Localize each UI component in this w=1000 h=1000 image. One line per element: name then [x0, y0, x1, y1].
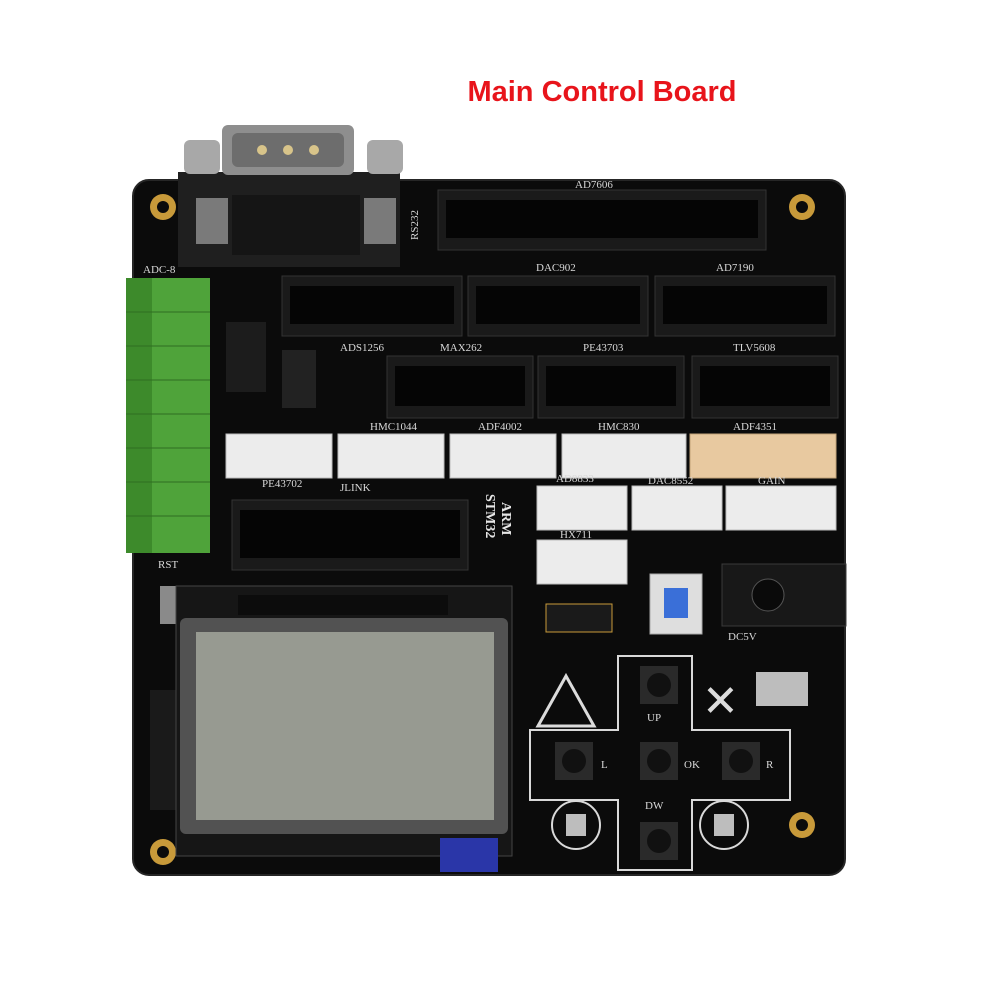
l-label: L [601, 759, 608, 771]
rs232-label: RS232 [409, 210, 421, 240]
led-ring-left [551, 800, 601, 850]
ad7606-header [437, 189, 767, 251]
hmc830-label: HMC830 [598, 421, 640, 433]
led-ring-right [699, 800, 749, 850]
r-label: R [766, 759, 774, 771]
ads1256-header [281, 275, 463, 337]
ad7190-header [654, 275, 836, 337]
tlv5608-header-left [537, 355, 685, 419]
dac8552-label: DAC8552 [648, 475, 693, 487]
ad7606-label: AD7606 [575, 179, 613, 191]
adc8-terminal-block [126, 278, 210, 553]
blue-dip-switch [649, 573, 703, 635]
up-label: UP [647, 712, 661, 724]
rst-label: RST [158, 559, 178, 571]
dpad-outline [529, 655, 791, 871]
hmc1044-label: HMC1044 [370, 421, 418, 433]
page-title: Main Control Board [467, 76, 737, 108]
esd-warning-icon [535, 672, 597, 728]
tlv5608-header [691, 355, 839, 419]
ok-label: OK [684, 759, 700, 771]
blue-tape [440, 838, 498, 872]
jlink-label: JLINK [340, 482, 371, 494]
adc8-label: ADC-8 [143, 264, 176, 276]
dc-power-jack [721, 563, 847, 627]
ad8833-label: AD8833 [556, 473, 594, 485]
dac902-label: DAC902 [536, 262, 576, 274]
max262-label: MAX262 [440, 342, 482, 354]
pe43702-label: PE43702 [262, 478, 302, 490]
max262-header [467, 275, 649, 337]
tlv5608-label: TLV5608 [733, 342, 776, 354]
jst-connector-row-2 [536, 485, 837, 585]
resistor-array [282, 350, 316, 408]
ad7190-label: AD7190 [716, 262, 754, 274]
dw-label: DW [645, 800, 664, 812]
pe43703-label: PE43703 [583, 342, 624, 354]
weee-bin-icon: ✕ [702, 676, 739, 727]
button-left [555, 742, 593, 780]
adf4002-label: ADF4002 [478, 421, 522, 433]
lcd-display-module [175, 585, 513, 872]
pe43703-header [386, 355, 534, 419]
hx711-label: HX711 [560, 529, 592, 541]
button-up [640, 666, 678, 704]
arm-label: ARM [498, 502, 513, 535]
mini-usb-connector [756, 672, 808, 706]
small-gold-header [545, 603, 613, 633]
ic-chip [226, 322, 266, 392]
db9-serial-connector [178, 125, 403, 267]
jst-connector-row [225, 433, 837, 479]
button-right [722, 742, 760, 780]
mounting-hole-icon [150, 194, 815, 865]
gain-label: GAIN [758, 475, 786, 487]
stm32-label: STM32 [482, 494, 497, 538]
adf4351-label: ADF4351 [733, 421, 777, 433]
button-down [640, 822, 678, 860]
ads1256-label: ADS1256 [340, 342, 385, 354]
dc5v-label: DC5V [728, 631, 757, 643]
jlink-header [231, 499, 469, 571]
button-ok [640, 742, 678, 780]
